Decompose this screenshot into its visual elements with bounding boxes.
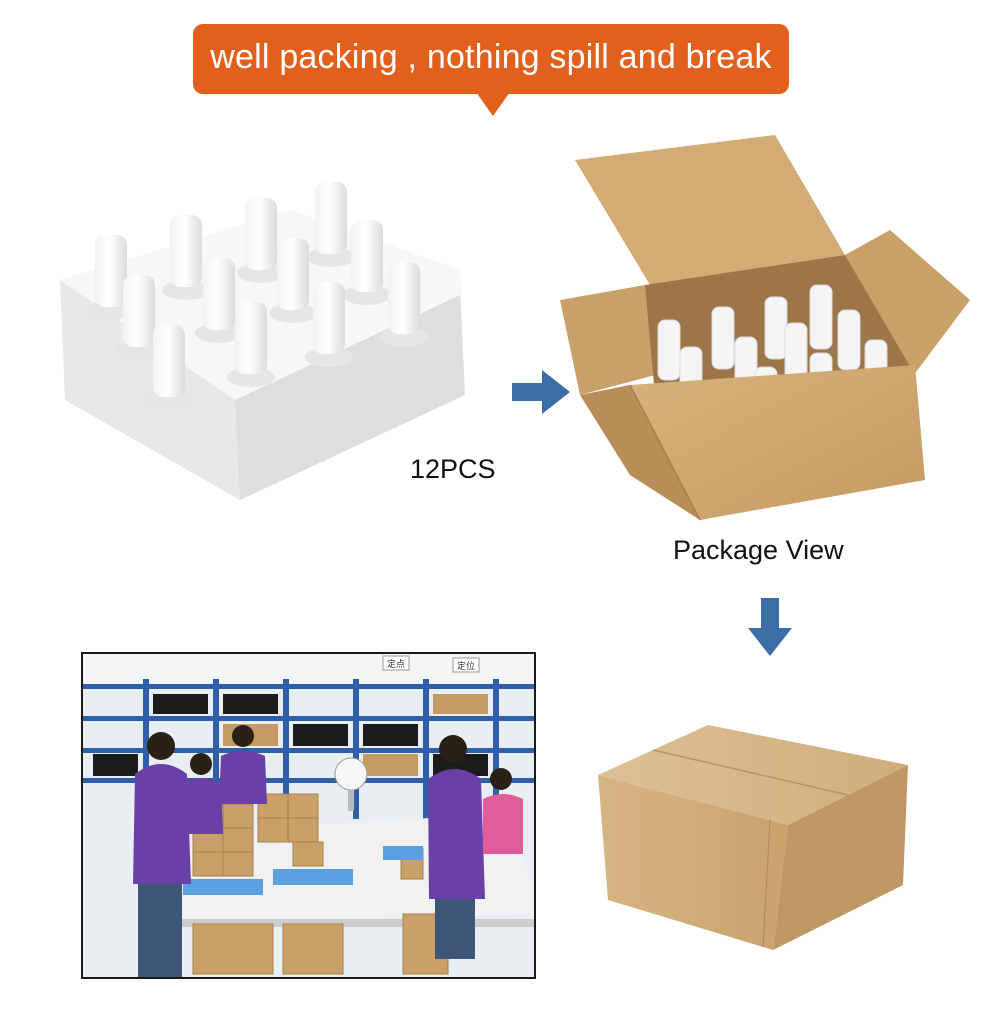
banner-pointer <box>476 92 510 116</box>
headline-banner: well packing , nothing spill and break <box>193 24 789 94</box>
factory-packing-photo: 定点 定位 <box>81 652 536 979</box>
open-box-image <box>560 135 970 521</box>
factory-scene: 定点 定位 <box>83 654 534 977</box>
arrow-down-icon <box>748 598 792 656</box>
headline-text: well packing , nothing spill and break <box>210 38 772 76</box>
shelf-label-1: 定点 <box>387 658 405 670</box>
package-view-caption: Package View <box>673 535 844 565</box>
closed-box-image <box>598 725 908 950</box>
quantity-caption: 12PCS <box>410 454 496 484</box>
foam-insert-image <box>60 182 465 500</box>
workers-group <box>133 725 523 977</box>
bottles-group <box>87 182 428 410</box>
shelf-label-2: 定位 <box>457 660 475 672</box>
arrow-right-icon <box>512 370 570 414</box>
